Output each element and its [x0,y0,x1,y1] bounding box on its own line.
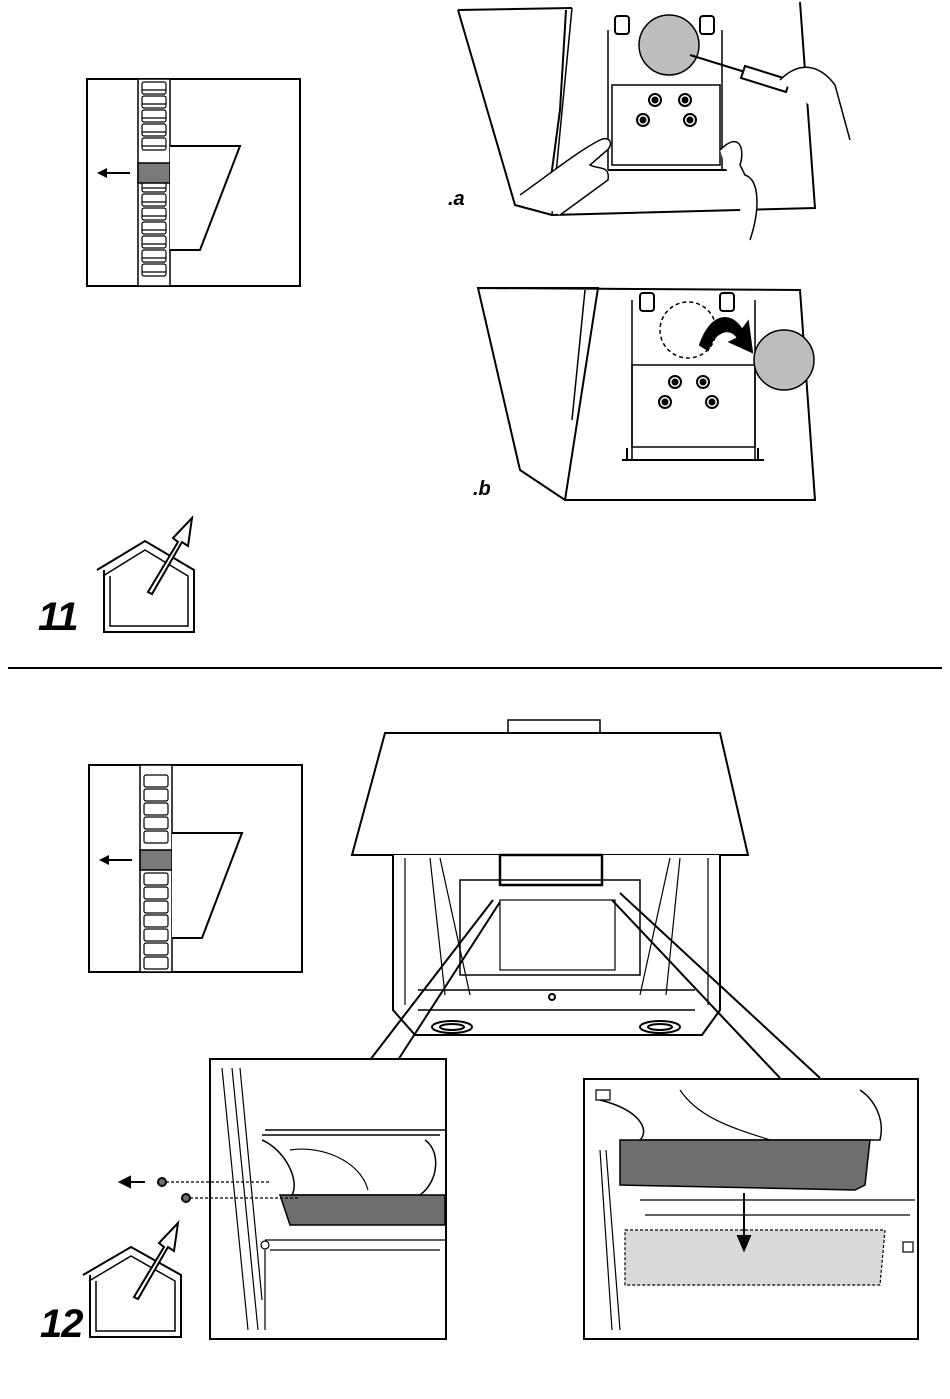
exhaust-house-icon [97,518,194,632]
sub-label-b: .b [473,478,491,501]
wall-outlet-inset-11 [87,79,300,286]
removed-cover-plate [754,330,814,390]
duct-outlet [138,163,170,183]
exhaust-house-icon [83,1223,181,1337]
hood-front-view [352,720,820,1078]
detail-bracket-right [584,1079,918,1339]
detail-screws-left [120,1059,446,1339]
arrow-left-icon [120,1177,145,1187]
hood-illustration-b [478,288,815,500]
step-number-11: 11 [38,595,78,640]
hood-illustration-a [458,2,850,240]
sub-label-a: .a [448,188,465,211]
wall-outlet-inset-12 [89,765,302,972]
step-number-12: 12 [40,1302,83,1347]
cover-plate [639,15,699,75]
